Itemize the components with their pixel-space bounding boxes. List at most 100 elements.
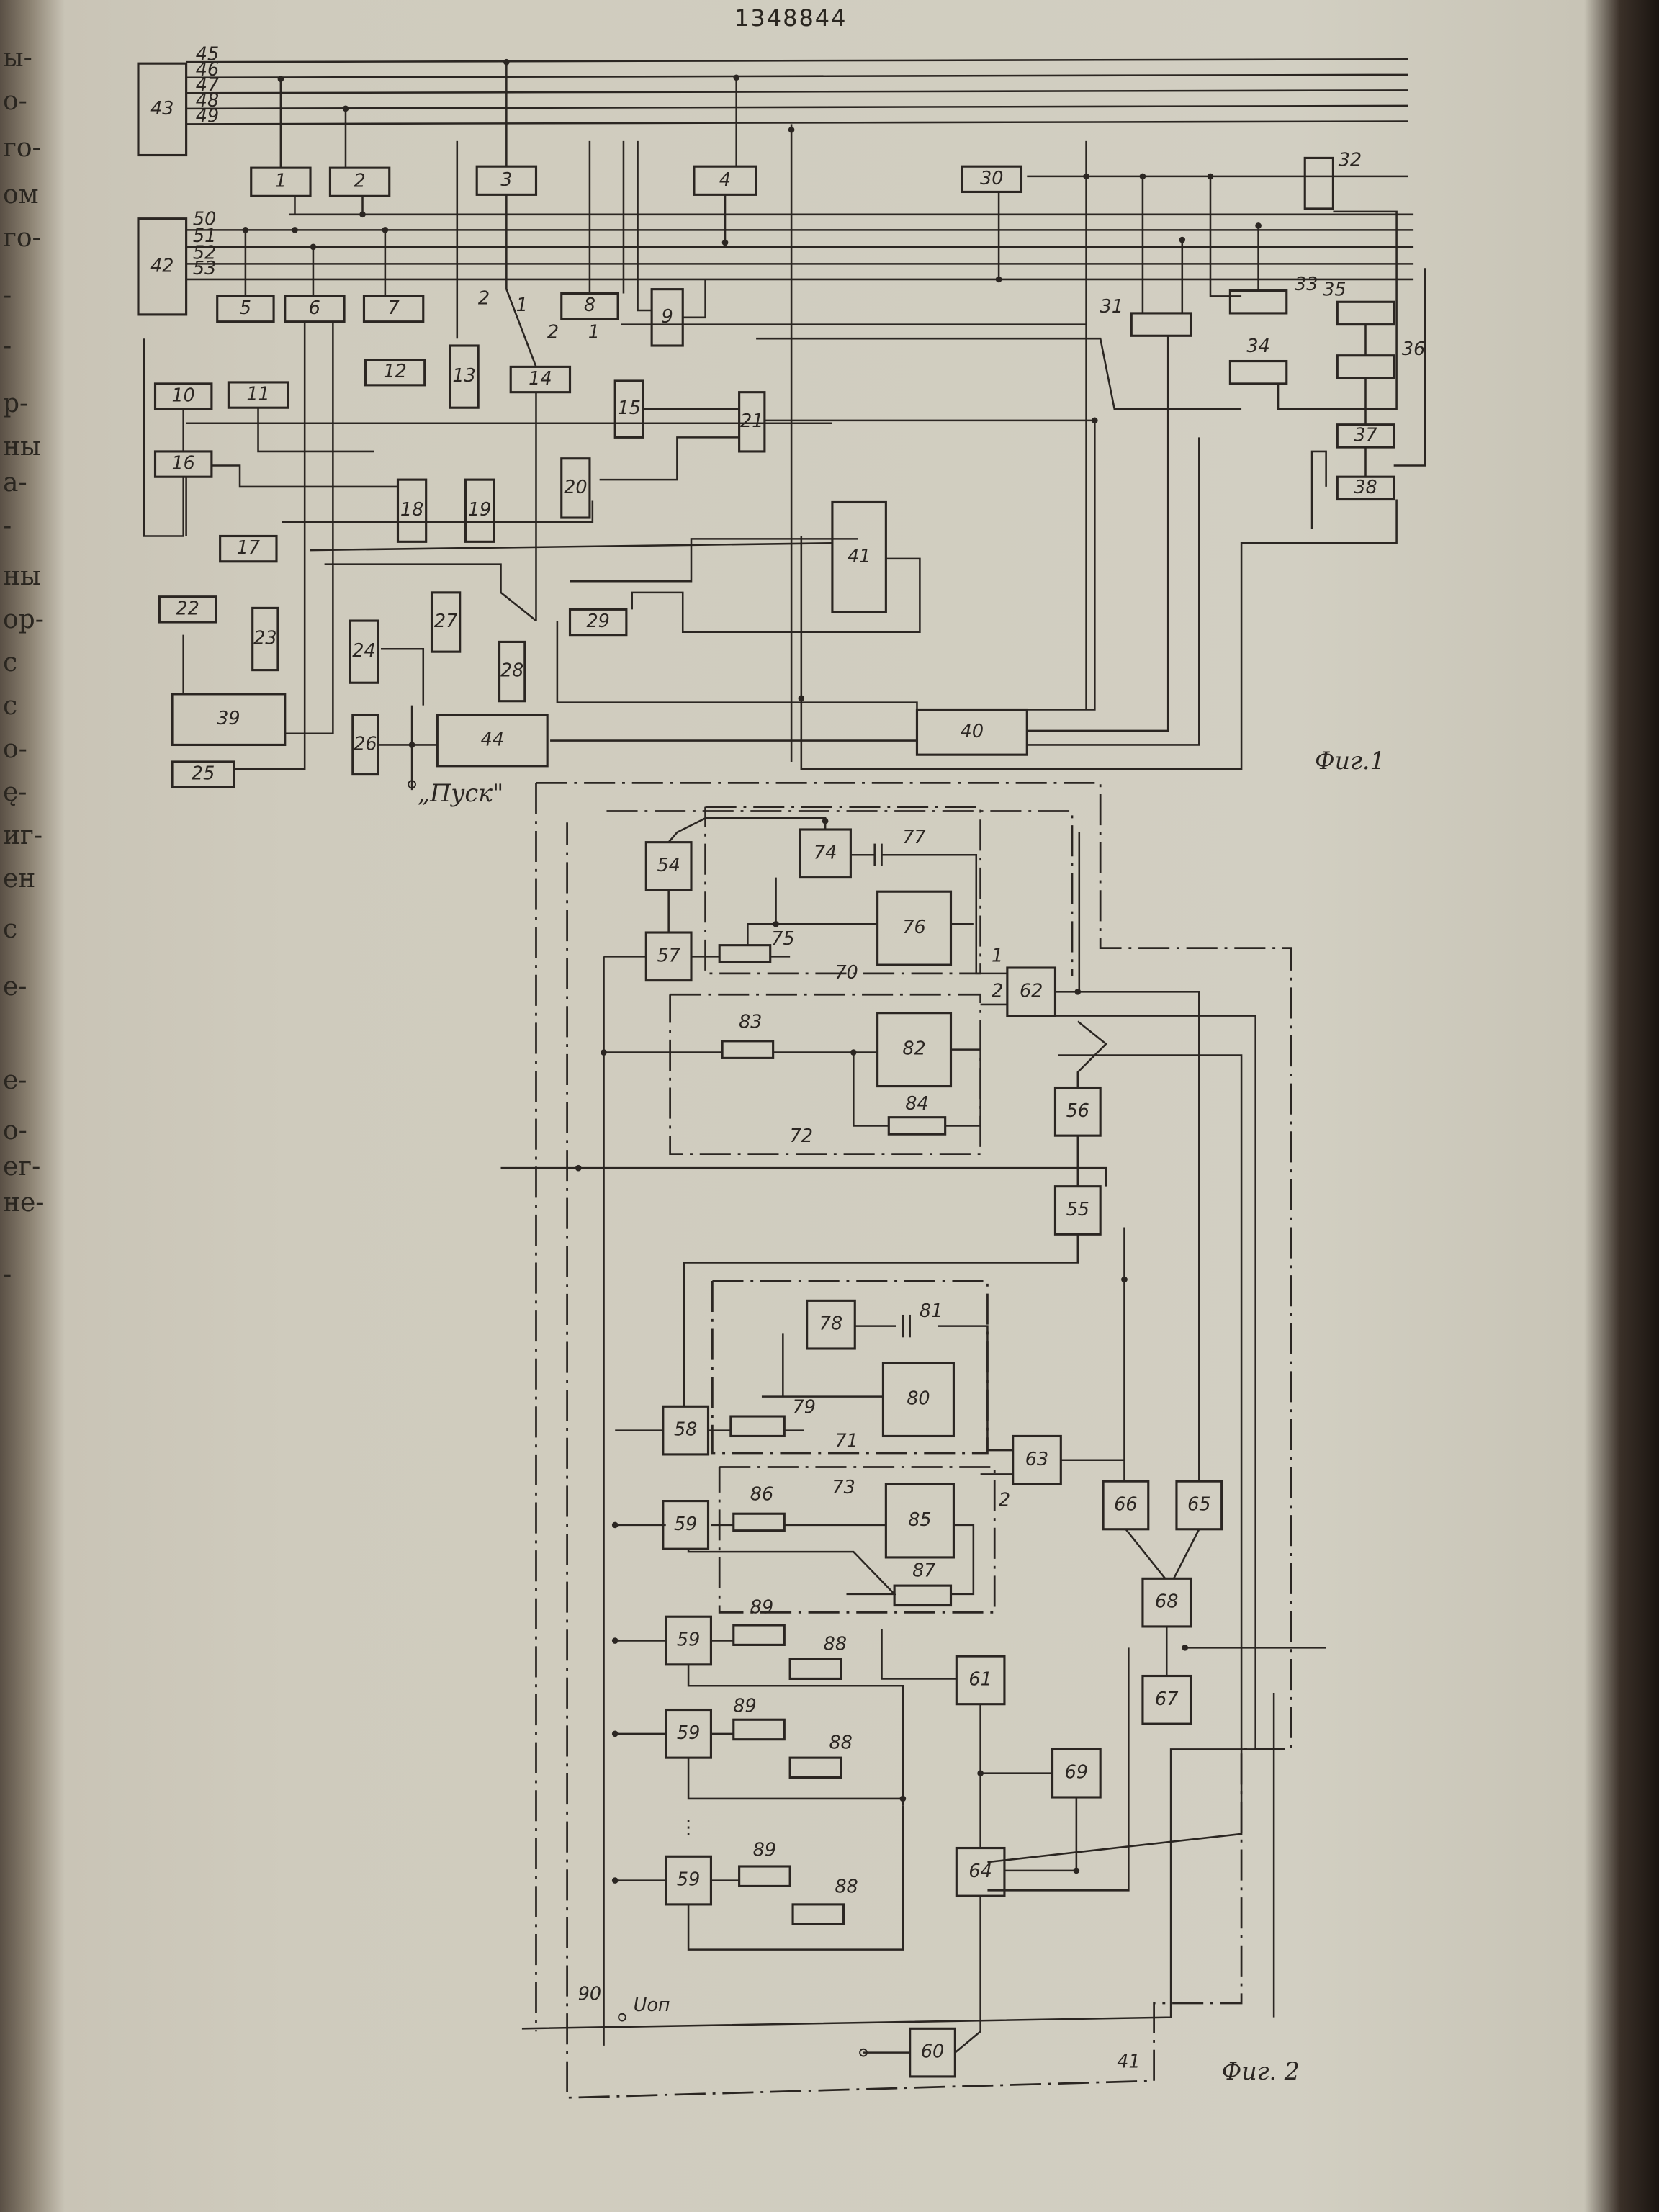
margin-fragment: е-	[3, 972, 27, 1002]
junction-dot	[382, 227, 389, 233]
junction-dot	[408, 742, 415, 748]
block-10-label: 10	[171, 385, 194, 407]
block-12-label: 12	[383, 361, 406, 382]
bus-label: 52	[193, 243, 216, 264]
block-18	[396, 478, 428, 543]
block-20	[560, 457, 591, 519]
junction-dot	[310, 243, 317, 251]
dash-dot-boundary	[704, 806, 982, 975]
block-78-label: 78	[819, 1313, 842, 1335]
block-23	[251, 606, 279, 672]
resistor-89	[738, 1865, 791, 1887]
start-label: „Пуск"	[418, 779, 503, 807]
resistor-83	[721, 1040, 775, 1059]
resistor-label: 83	[739, 1011, 762, 1033]
switch-contact-label: 2	[478, 287, 490, 309]
junction-dot	[1074, 988, 1082, 995]
wire	[747, 877, 777, 945]
junction-dot	[575, 1164, 582, 1172]
reference-voltage-terminal	[618, 2013, 626, 2022]
block-63-label: 63	[1025, 1449, 1048, 1470]
block-43	[137, 62, 188, 157]
block-38-label: 38	[1354, 477, 1377, 498]
bus-label: 45	[196, 43, 219, 65]
wire	[143, 338, 184, 537]
resistor-label: 89	[753, 1839, 776, 1861]
junction-dot	[788, 126, 795, 133]
margin-fragment: р-	[3, 389, 29, 418]
block-19-label: 19	[468, 499, 491, 521]
wire	[637, 140, 652, 312]
wire	[938, 1325, 1013, 1452]
block-36-label: 36	[1402, 338, 1425, 360]
block-58-label: 58	[674, 1419, 697, 1441]
wire	[1172, 1529, 1200, 1579]
wire	[756, 337, 1242, 410]
wire	[687, 1664, 904, 1806]
wire	[556, 621, 918, 710]
block-2	[328, 166, 391, 197]
margin-fragment: ег-	[3, 1152, 41, 1182]
label-dots: ⋮	[679, 1817, 697, 1838]
label-in1: 1	[992, 945, 1003, 966]
label-n41: 41	[1117, 2051, 1140, 2072]
block-7	[362, 295, 425, 323]
switch-contact-label: 1	[588, 321, 600, 343]
resistor-86	[732, 1512, 786, 1532]
label-l72: 72	[790, 1125, 813, 1147]
wire	[853, 1052, 889, 1127]
capacitor-label: 77	[902, 827, 925, 848]
wire	[800, 499, 1398, 770]
block-33-label: 33	[1295, 274, 1318, 295]
block-25-label: 25	[192, 763, 215, 785]
wire	[1310, 450, 1327, 529]
block-61-label: 61	[968, 1668, 992, 1690]
block-68-label: 68	[1155, 1591, 1178, 1613]
junction-dot	[773, 920, 779, 927]
wire	[310, 542, 832, 552]
wire	[687, 1758, 903, 1800]
block-59-label: 59	[677, 1629, 700, 1651]
margin-fragment: ом	[3, 180, 39, 210]
block-41	[831, 500, 887, 613]
block-9-label: 9	[662, 306, 673, 328]
block-44	[436, 714, 549, 768]
junction-dot	[1179, 236, 1186, 243]
wire	[1393, 268, 1426, 467]
junction-dot	[1207, 173, 1214, 180]
wire	[324, 563, 537, 622]
block-5-label: 5	[240, 297, 251, 319]
resistor-87	[893, 1584, 953, 1607]
margin-fragment: ны	[3, 562, 41, 591]
margin-fragment: ны	[3, 432, 41, 462]
block-42-label: 42	[150, 255, 174, 276]
junction-dot	[611, 1521, 619, 1529]
wire	[234, 321, 306, 770]
dash-dot-boundary	[718, 1466, 996, 1614]
wire	[881, 1629, 957, 1680]
junction-dot	[733, 74, 740, 81]
block-6-label: 6	[309, 297, 320, 319]
block-74-label: 74	[814, 842, 837, 863]
block-80	[881, 1362, 955, 1438]
junction-dot	[601, 1049, 607, 1056]
block-31	[1130, 312, 1192, 337]
margin-fragment: с	[3, 691, 18, 721]
wire	[211, 464, 398, 488]
junction-dot	[721, 239, 729, 246]
block-78	[806, 1299, 856, 1350]
block-30	[961, 165, 1023, 194]
junction-dot	[1182, 1645, 1189, 1651]
wire	[950, 1524, 975, 1596]
block-66-label: 66	[1114, 1493, 1137, 1515]
label-l70: 70	[835, 962, 858, 984]
block-17-label: 17	[237, 537, 260, 559]
junction-dot	[1083, 173, 1089, 180]
wire	[764, 419, 1096, 711]
wire	[987, 1054, 1243, 1863]
capacitor-label: 81	[920, 1300, 943, 1322]
junction-dot	[342, 105, 349, 112]
resistor-label: 89	[750, 1596, 773, 1618]
resistor-label: 86	[750, 1484, 773, 1506]
